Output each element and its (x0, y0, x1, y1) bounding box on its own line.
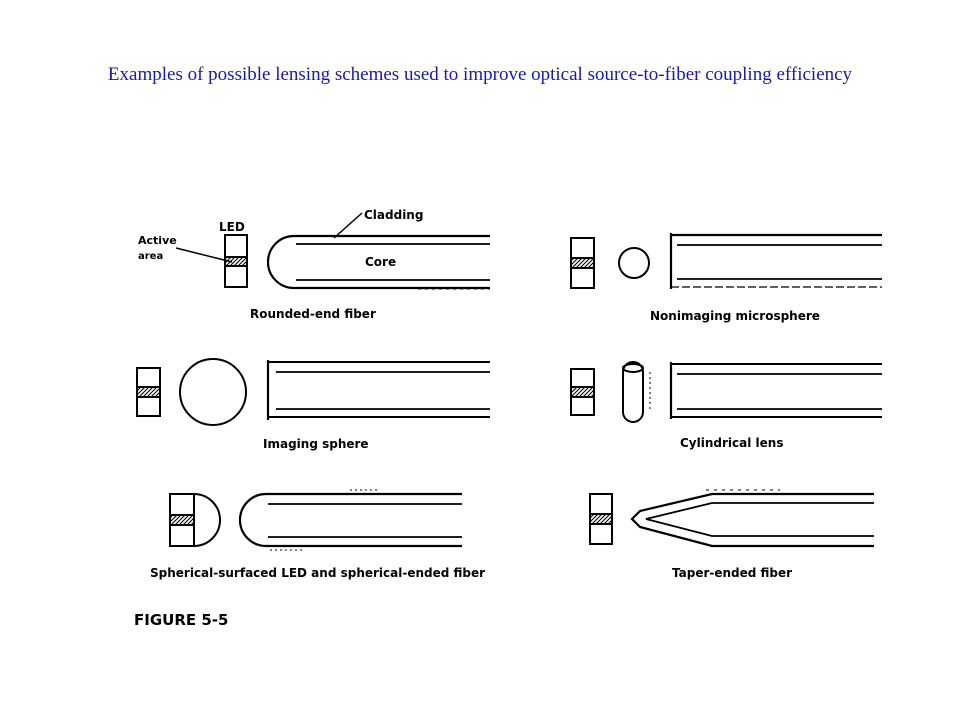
panel-spherical-surfaced-led: Spherical-surfaced LED and spherical-end… (150, 489, 485, 580)
rounded-end-fiber (266, 234, 490, 290)
led-source (570, 368, 595, 416)
cylindrical-lens (622, 361, 651, 423)
active-area (136, 386, 161, 398)
panel-imaging-sphere: Imaging sphere (136, 358, 490, 451)
led-source (224, 234, 248, 288)
fiber (669, 362, 882, 419)
caption-spherical-surfaced-led: Spherical-surfaced LED and spherical-end… (150, 566, 485, 580)
caption-imaging-sphere: Imaging sphere (263, 437, 369, 451)
panel-cylindrical-lens: Cylindrical lens (570, 361, 882, 450)
active-area (570, 386, 595, 398)
led-source (589, 493, 613, 545)
active-area-pointer (175, 247, 233, 263)
tapered-fiber (630, 489, 874, 548)
label-area: area (138, 251, 163, 262)
panel-taper-ended-fiber: Taper-ended fiber (589, 489, 874, 580)
caption-cylindrical-lens: Cylindrical lens (680, 436, 783, 450)
caption-taper-ended-fiber: Taper-ended fiber (672, 566, 792, 580)
microsphere-lens (618, 247, 650, 279)
label-active: Active (138, 234, 177, 247)
spherical-ended-fiber (238, 492, 462, 548)
label-core: Core (365, 255, 396, 269)
label-cladding: Cladding (364, 208, 423, 222)
active-area (224, 256, 248, 267)
caption-nonimaging-microsphere: Nonimaging microsphere (650, 309, 820, 323)
caption-rounded-end-fiber: Rounded-end fiber (250, 307, 376, 321)
figure-label: FIGURE 5-5 (134, 611, 228, 629)
spherical-surfaced-led (169, 493, 221, 547)
active-area (169, 514, 195, 526)
led-source (570, 237, 595, 289)
fiber (266, 360, 490, 420)
led-hemispherical-surface (193, 493, 221, 547)
fiber (669, 233, 882, 289)
label-led: LED (219, 220, 245, 234)
slide-title: Examples of possible lensing schemes use… (107, 64, 853, 85)
panel-rounded-end-fiber: LED Active area Cladding Core Rounded-en… (138, 208, 490, 321)
imaging-sphere-lens (179, 358, 247, 426)
led-source (136, 367, 161, 417)
active-area (589, 513, 613, 525)
cladding-pointer (333, 212, 363, 239)
active-area (570, 257, 595, 269)
panel-nonimaging-microsphere: Nonimaging microsphere (570, 233, 882, 323)
